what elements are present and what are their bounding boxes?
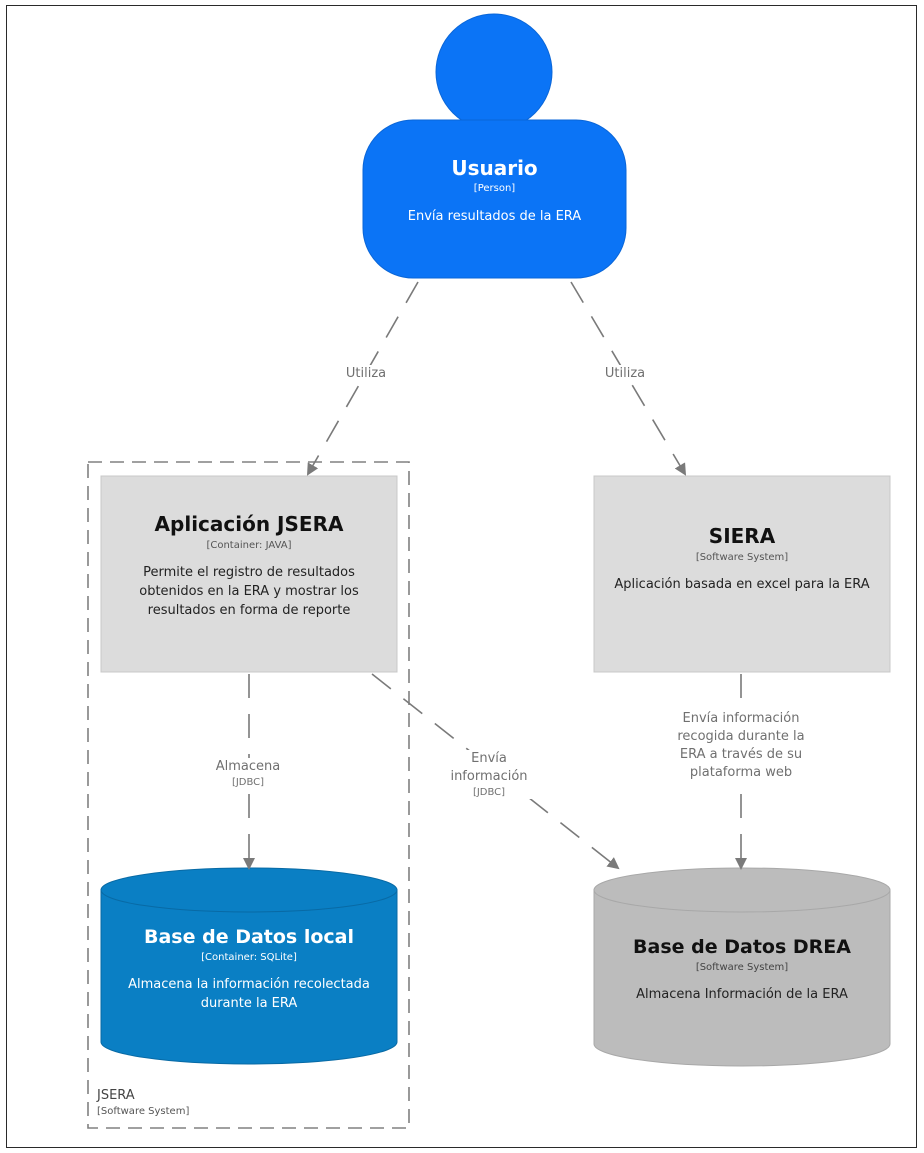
jsera-app-tech: [Container: JAVA] <box>206 540 292 551</box>
jsera-app-node: Aplicación JSERA [Container: JAVA] Permi… <box>101 512 397 620</box>
drea-db-cylinder <box>593 867 891 1067</box>
rel-jsera-to-drea-tech: [JDBC] <box>472 787 506 798</box>
jsera-app-desc: Permite el registro de resultados obteni… <box>139 565 359 618</box>
rel-user-to-siera-text: Utiliza <box>604 366 646 381</box>
rel-jsera-to-local-text: Almacena <box>215 759 281 774</box>
arrow-jsera-to-drea <box>371 673 620 870</box>
local-db-cylinder <box>100 867 398 1065</box>
usuario-body <box>362 119 627 279</box>
rel-label-user-to-siera: Utiliza <box>585 365 665 383</box>
rel-label-user-to-jsera: Utiliza <box>326 365 406 383</box>
rel-jsera-to-local-tech: [JDBC] <box>231 777 265 788</box>
jsera-boundary-label: JSERA [Software System] <box>97 1088 189 1120</box>
rel-jsera-to-drea-text: Envía información <box>450 751 528 784</box>
usuario-tech: [Person] <box>473 183 516 194</box>
rel-label-jsera-to-local: Almacena [JDBC] <box>200 758 296 789</box>
jsera-app-title: Aplicación JSERA <box>154 512 344 536</box>
local-db-title: Base de Datos local <box>143 926 355 948</box>
siera-box <box>593 475 891 673</box>
boundary-tech: [Software System] <box>97 1106 190 1117</box>
jsera-boundary <box>87 461 410 1129</box>
usuario-node: Usuario [Person] Envía resultados de la … <box>363 156 626 226</box>
usuario-head <box>435 13 553 131</box>
usuario-title: Usuario <box>451 156 538 180</box>
siera-node: SIERA [Software System] Aplicación basad… <box>594 524 890 594</box>
boundary-name: JSERA <box>97 1088 135 1103</box>
local-db-tech: [Container: SQLite] <box>201 952 297 963</box>
rel-label-jsera-to-drea: Envía información [JDBC] <box>436 750 542 799</box>
drea-db-tech: [Software System] <box>695 962 789 973</box>
drea-db-node: Base de Datos DREA [Software System] Alm… <box>594 936 890 1004</box>
rel-user-to-jsera-text: Utiliza <box>345 366 387 381</box>
local-db-node: Base de Datos local [Container: SQLite] … <box>101 926 397 1013</box>
local-db-desc: Almacena la información recolectada dura… <box>128 977 370 1011</box>
diagram-frame <box>6 5 917 1148</box>
siera-tech: [Software System] <box>695 552 789 563</box>
siera-desc: Aplicación basada en excel para la ERA <box>614 577 870 592</box>
drea-db-desc: Almacena Información de la ERA <box>636 987 848 1002</box>
drea-db-title: Base de Datos DREA <box>633 936 851 958</box>
jsera-app-box <box>100 475 398 673</box>
siera-title: SIERA <box>708 524 776 548</box>
usuario-desc: Envía resultados de la ERA <box>407 209 582 224</box>
rel-siera-to-drea-text: Envía información recogida durante la ER… <box>677 711 805 780</box>
rel-label-siera-to-drea: Envía información recogida durante la ER… <box>668 710 814 782</box>
